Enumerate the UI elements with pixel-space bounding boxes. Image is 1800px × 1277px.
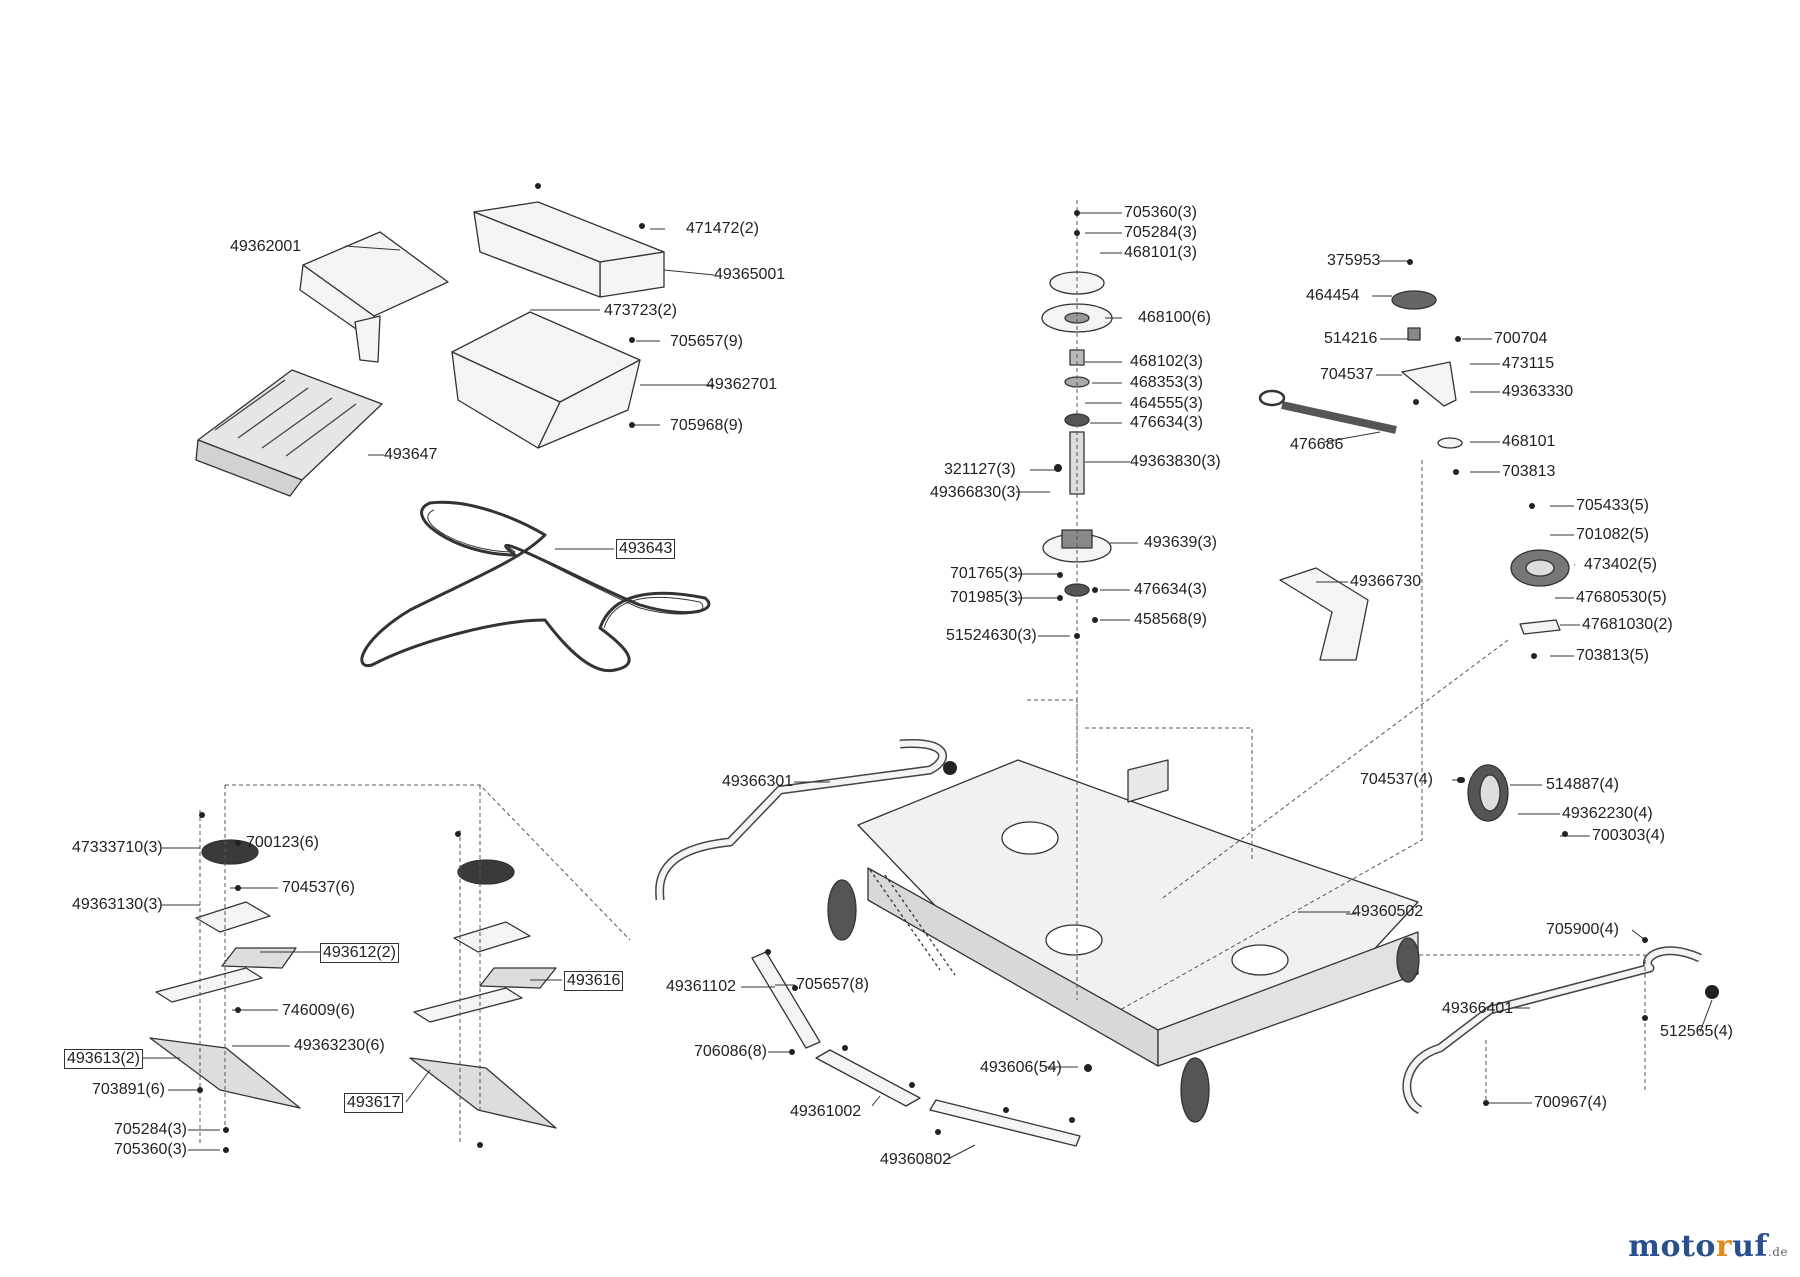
label-493616: 493616	[564, 971, 624, 991]
label-703813-5: 703813(5)	[1576, 647, 1649, 664]
label-473723: 473723(2)	[604, 302, 677, 319]
label-493606: 493606(54)	[980, 1059, 1062, 1076]
label-47333710: 47333710(3)	[72, 839, 163, 856]
label-705900: 705900(4)	[1546, 921, 1619, 938]
label-473115: 473115	[1502, 355, 1555, 372]
label-493612: 493612(2)	[320, 943, 399, 963]
tensioner-assembly	[1258, 290, 1570, 661]
label-493647: 493647	[384, 446, 438, 463]
belt-cover-box	[451, 311, 641, 449]
label-51524630: 51524630(3)	[946, 627, 1037, 644]
label-49366301: 49366301	[722, 773, 794, 790]
label-705657-8: 705657(8)	[796, 976, 869, 993]
label-701985: 701985(3)	[950, 589, 1023, 606]
label-49365001: 49365001	[714, 266, 786, 283]
label-493643: 493643	[616, 539, 676, 559]
label-701082: 701082(5)	[1576, 526, 1649, 543]
anti-scalp-bar-right	[1402, 946, 1702, 1115]
label-476686: 476686	[1290, 436, 1344, 453]
label-476634-a: 476634(3)	[1130, 414, 1203, 431]
label-49366401: 49366401	[1442, 1000, 1514, 1017]
label-49366730: 49366730	[1350, 573, 1422, 590]
label-700967: 700967(4)	[1534, 1094, 1607, 1111]
label-468101-3: 468101(3)	[1124, 244, 1197, 261]
label-493613: 493613(2)	[64, 1049, 143, 1069]
deflector-chute	[195, 369, 383, 497]
label-468101: 468101	[1502, 433, 1556, 450]
label-700303: 700303(4)	[1592, 827, 1665, 844]
label-514887: 514887(4)	[1546, 776, 1619, 793]
label-49366830: 49366830(3)	[930, 484, 1021, 501]
label-705657-9: 705657(9)	[670, 333, 743, 350]
label-47681030: 47681030(2)	[1582, 616, 1673, 633]
label-468102: 468102(3)	[1130, 353, 1203, 370]
label-703813-a: 703813	[1502, 463, 1556, 480]
label-701765: 701765(3)	[950, 565, 1023, 582]
label-473402: 473402(5)	[1584, 556, 1657, 573]
label-458568: 458568(9)	[1134, 611, 1207, 628]
motoruf-logo: motoruf.de	[1628, 1229, 1788, 1264]
label-49362001: 49362001	[230, 238, 302, 255]
label-700704: 700704	[1494, 330, 1548, 347]
label-705284-3b: 705284(3)	[114, 1121, 187, 1138]
label-49362230: 49362230(4)	[1562, 805, 1653, 822]
label-464555: 464555(3)	[1130, 395, 1203, 412]
mower-deck	[827, 759, 1420, 1123]
label-464454: 464454	[1306, 287, 1360, 304]
baffle-strip-1	[751, 951, 821, 1049]
label-493617: 493617	[344, 1093, 404, 1113]
label-704537-a: 704537	[1320, 366, 1374, 383]
label-49362701: 49362701	[706, 376, 778, 393]
label-49361002: 49361002	[790, 1103, 862, 1120]
label-49360802: 49360802	[880, 1151, 952, 1168]
label-706086: 706086(8)	[694, 1043, 767, 1060]
belt-cover-left	[299, 231, 449, 363]
label-468100: 468100(6)	[1138, 309, 1211, 326]
belt-cover-top	[473, 201, 665, 298]
label-703891: 703891(6)	[92, 1081, 165, 1098]
blade-assembly-right	[409, 859, 557, 1129]
label-705433: 705433(5)	[1576, 497, 1649, 514]
label-704537-4: 704537(4)	[1360, 771, 1433, 788]
baffle-strip-2	[815, 1049, 921, 1107]
label-468353: 468353(3)	[1130, 374, 1203, 391]
label-375953: 375953	[1327, 252, 1381, 269]
label-746009: 746009(6)	[282, 1002, 355, 1019]
label-49363230: 49363230(6)	[294, 1037, 385, 1054]
label-705360-3b: 705360(3)	[114, 1141, 187, 1158]
label-49361102: 49361102	[666, 978, 736, 995]
label-49363330: 49363330	[1502, 383, 1574, 400]
label-49363130: 49363130(3)	[72, 896, 163, 913]
label-47680530: 47680530(5)	[1576, 589, 1667, 606]
label-705284-3a: 705284(3)	[1124, 224, 1197, 241]
label-321127: 321127(3)	[944, 461, 1016, 478]
label-700123: 700123(6)	[246, 834, 319, 851]
label-705360-3a: 705360(3)	[1124, 204, 1197, 221]
label-704537-6: 704537(6)	[282, 879, 355, 896]
label-493639: 493639(3)	[1144, 534, 1217, 551]
label-512565: 512565(4)	[1660, 1023, 1733, 1040]
label-49363830: 49363830(3)	[1130, 453, 1221, 470]
label-514216: 514216	[1324, 330, 1378, 347]
label-471472: 471472(2)	[686, 220, 759, 237]
drive-belt	[360, 500, 711, 673]
label-705968: 705968(9)	[670, 417, 743, 434]
baffle-strip-3	[929, 1099, 1081, 1147]
label-476634-b: 476634(3)	[1134, 581, 1207, 598]
label-49360502: 49360502	[1352, 903, 1424, 920]
